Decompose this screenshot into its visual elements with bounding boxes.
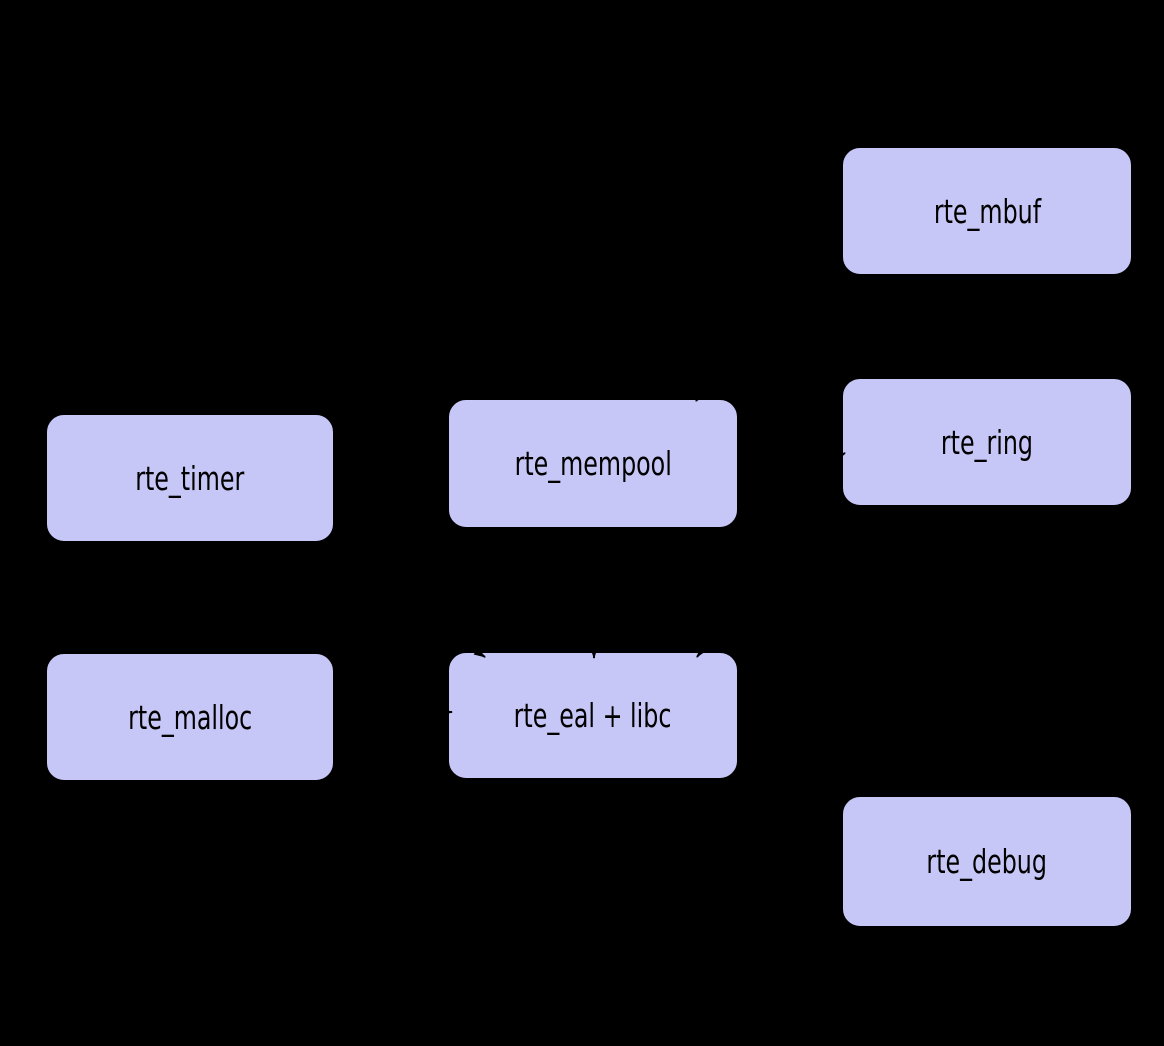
node-rte-timer: rte_timer xyxy=(46,414,334,542)
node-rte-debug: rte_debug xyxy=(842,796,1132,927)
edge-rte_debug-to-rte_eal xyxy=(738,770,843,853)
node-rte-ring-label: rte_ring xyxy=(940,422,1034,462)
node-rte-mempool: rte_mempool xyxy=(448,399,738,528)
node-rte-malloc: rte_malloc xyxy=(46,653,334,781)
node-rte-eal-libc-label: rte_eal + libc xyxy=(514,696,672,735)
node-rte-eal-libc: rte_eal + libc xyxy=(448,652,738,779)
edge-rte_ring-to-rte_eal xyxy=(696,505,811,658)
node-rte-malloc-label: rte_malloc xyxy=(127,697,253,737)
edge-rte_mbuf-to-rte_mempool xyxy=(695,239,843,402)
node-rte-debug-label: rte_debug xyxy=(926,842,1048,881)
node-rte-ring: rte_ring xyxy=(842,378,1132,506)
node-rte-timer-label: rte_timer xyxy=(135,458,245,498)
node-rte-mempool-label: rte_mempool xyxy=(514,444,672,483)
edge-rte_mempool-to-rte_ring xyxy=(736,452,846,519)
edge-rte_timer-to-rte_eal xyxy=(304,541,486,658)
edge-rte_malloc-to-rte_eal xyxy=(333,708,453,717)
node-rte-mbuf-label: rte_mbuf xyxy=(933,191,1041,231)
node-rte-mbuf: rte_mbuf xyxy=(842,147,1132,275)
